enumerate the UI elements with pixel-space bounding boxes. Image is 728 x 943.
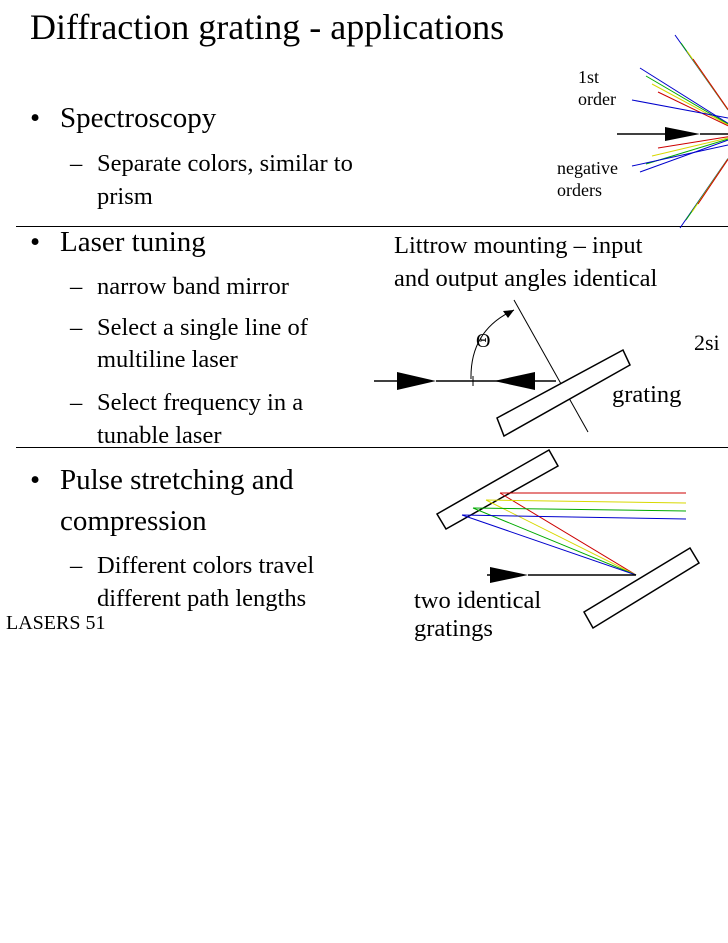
return-arrow (494, 372, 535, 390)
dash-marker: – (70, 389, 83, 416)
grating-normal (513, 299, 589, 433)
sub-bullet-text: narrow band mirror (97, 273, 289, 300)
diffraction-ray (657, 136, 728, 149)
diffraction-fan (639, 34, 728, 229)
sub-bullet-select-frequency: –Select frequency in a (70, 389, 303, 417)
bullet-text: Pulse stretching and (60, 464, 294, 496)
littrow-caption-1: Littrow mounting – input (394, 232, 643, 259)
slide-title: Diffraction grating - applications (30, 7, 505, 47)
diffraction-ray (692, 58, 728, 110)
sub-bullet-text: Select a single line of (97, 314, 308, 341)
sub-bullet-single-line: –Select a single line of (70, 314, 308, 342)
two-gratings-caption-2: gratings (414, 615, 493, 642)
littrow-caption-2: and output angles identical (394, 265, 658, 292)
diffraction-ray (639, 139, 728, 173)
stretcher-ray (485, 499, 687, 504)
grating-label: grating (612, 381, 682, 408)
grating-1 (435, 448, 560, 531)
sub-bullet-narrow-band: –narrow band mirror (70, 273, 289, 301)
incident-beam-arrow (665, 127, 700, 141)
grating-2 (582, 546, 701, 630)
negative-orders-label-1: negative (557, 158, 618, 178)
sub-bullet-continuation: prism (97, 183, 153, 210)
dash-marker: – (70, 314, 83, 341)
first-order-label-2: order (578, 89, 616, 109)
stretcher-ray (485, 499, 637, 576)
input-arrow (397, 372, 436, 390)
theta-symbol: Θ (476, 330, 491, 352)
input-pulse-arrow (490, 567, 528, 583)
stretcher-ray (499, 492, 637, 576)
stretcher-ray (461, 514, 637, 576)
stretcher-ray (472, 507, 687, 512)
bullet-marker: • (30, 464, 41, 496)
dash-marker: – (70, 150, 83, 177)
sub-bullet-text: Different colors travel (97, 552, 315, 579)
diffraction-ray (651, 137, 728, 157)
bullet-marker: • (30, 102, 41, 134)
sub-bullet-different-colors: –Different colors travel (70, 552, 314, 580)
bullet-pulse-stretching: • Pulse stretching and (30, 464, 294, 497)
bullet-marker: • (30, 226, 41, 258)
formula-partial: 2si (694, 330, 720, 355)
stretcher-rays (461, 492, 687, 576)
stretcher-ray (472, 507, 637, 576)
sub-bullet-continuation: tunable laser (97, 422, 222, 449)
diffraction-ray (657, 91, 728, 127)
theta-arc (470, 309, 515, 380)
dash-marker: – (70, 552, 83, 579)
first-order-label-1: 1st (578, 67, 600, 87)
stretcher-ray (461, 514, 687, 520)
slide-footer: LASERS 51 (6, 612, 106, 634)
bullet-spectroscopy: • Spectroscopy (30, 102, 216, 135)
diffraction-ray (651, 83, 728, 126)
section-divider (16, 226, 728, 227)
sub-bullet-continuation: different path lengths (97, 585, 307, 612)
bullet-laser-tuning: • Laser tuning (30, 226, 206, 259)
bullet-text: Spectroscopy (60, 102, 217, 134)
bullet-text: Laser tuning (60, 226, 206, 258)
bullet-continuation: compression (60, 505, 207, 537)
littrow-grating (496, 348, 631, 438)
first-order-pointer (631, 99, 728, 119)
diffraction-ray (645, 75, 728, 125)
sub-bullet-text: Select frequency in a (97, 389, 304, 416)
theta-arc-head (503, 310, 514, 318)
negative-orders-label-2: orders (557, 180, 602, 200)
sub-bullet-continuation: multiline laser (97, 346, 238, 373)
two-gratings-caption-1: two identical (414, 587, 542, 614)
section-divider (16, 447, 728, 448)
sub-bullet-separate-colors: –Separate colors, similar to (70, 150, 353, 178)
dash-marker: – (70, 273, 83, 300)
diffraction-ray (697, 159, 728, 205)
diffraction-ray (639, 67, 728, 124)
sub-bullet-text: Separate colors, similar to (97, 150, 353, 177)
negative-orders-pointer (631, 144, 728, 167)
